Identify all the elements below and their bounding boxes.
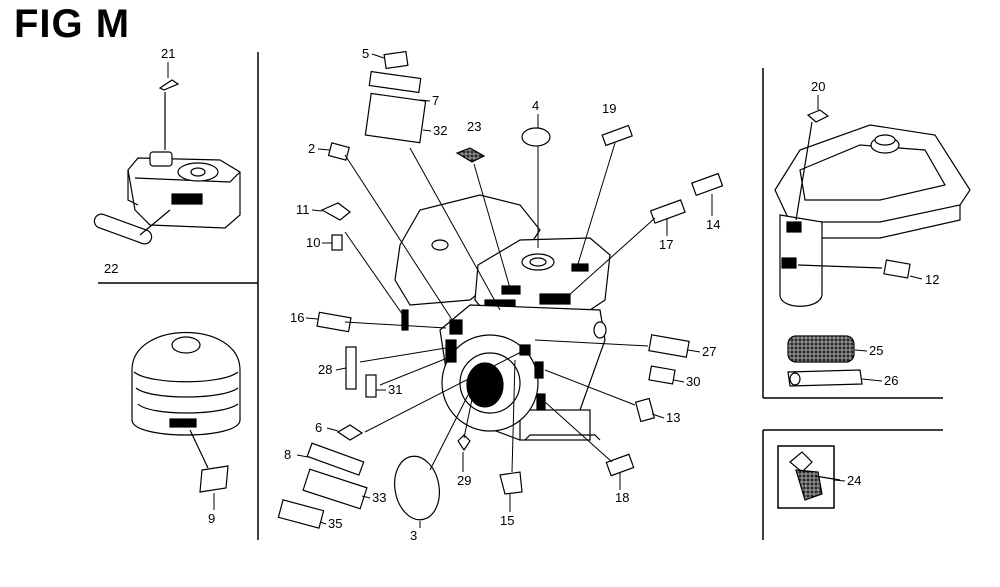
- callout-8: 8: [284, 447, 291, 462]
- callout-35: 35: [328, 516, 342, 531]
- callout-2: 2: [308, 141, 315, 156]
- callout-28: 28: [318, 362, 332, 377]
- symbol-decal: [777, 445, 841, 509]
- frame-lines: [98, 52, 943, 540]
- callout-4: 4: [532, 98, 539, 113]
- callout-13: 13: [666, 410, 680, 425]
- air-cleaner: [131, 332, 241, 493]
- callout-26: 26: [884, 373, 898, 388]
- callout-7: 7: [432, 93, 439, 108]
- callout-22: 22: [104, 261, 118, 276]
- callout-11: 11: [296, 202, 310, 217]
- leader-lines: [344, 142, 656, 473]
- callout-10: 10: [306, 235, 320, 250]
- callout-5: 5: [362, 46, 369, 61]
- callout-19: 19: [602, 101, 616, 116]
- callout-27: 27: [702, 344, 716, 359]
- callout-21: 21: [161, 46, 175, 61]
- engine-body: [394, 194, 611, 441]
- callout-14: 14: [706, 217, 720, 232]
- callout-32: 32: [433, 123, 447, 138]
- callout-labels: 2 3 4 5 6 7 8 9 10 11 12 13 14 15 16 17 …: [104, 46, 939, 543]
- callout-25: 25: [869, 343, 883, 358]
- callout-ties: [167, 53, 923, 528]
- callout-12: 12: [925, 272, 939, 287]
- callout-18: 18: [615, 490, 629, 505]
- callout-33: 33: [372, 490, 386, 505]
- callout-24: 24: [847, 473, 861, 488]
- callout-20: 20: [811, 79, 825, 94]
- callout-23: 23: [467, 119, 481, 134]
- callout-29: 29: [457, 473, 471, 488]
- figure-title: FIG M: [14, 2, 131, 46]
- callout-6: 6: [315, 420, 322, 435]
- large-fuel-tank: [774, 109, 971, 387]
- callout-9: 9: [208, 511, 215, 526]
- center-decals: [277, 50, 724, 529]
- callout-30: 30: [686, 374, 700, 389]
- callout-31: 31: [388, 382, 402, 397]
- callout-3: 3: [410, 528, 417, 543]
- callout-15: 15: [500, 513, 514, 528]
- callout-16: 16: [290, 310, 304, 325]
- callout-17: 17: [659, 237, 673, 252]
- small-fuel-tank: [93, 79, 241, 245]
